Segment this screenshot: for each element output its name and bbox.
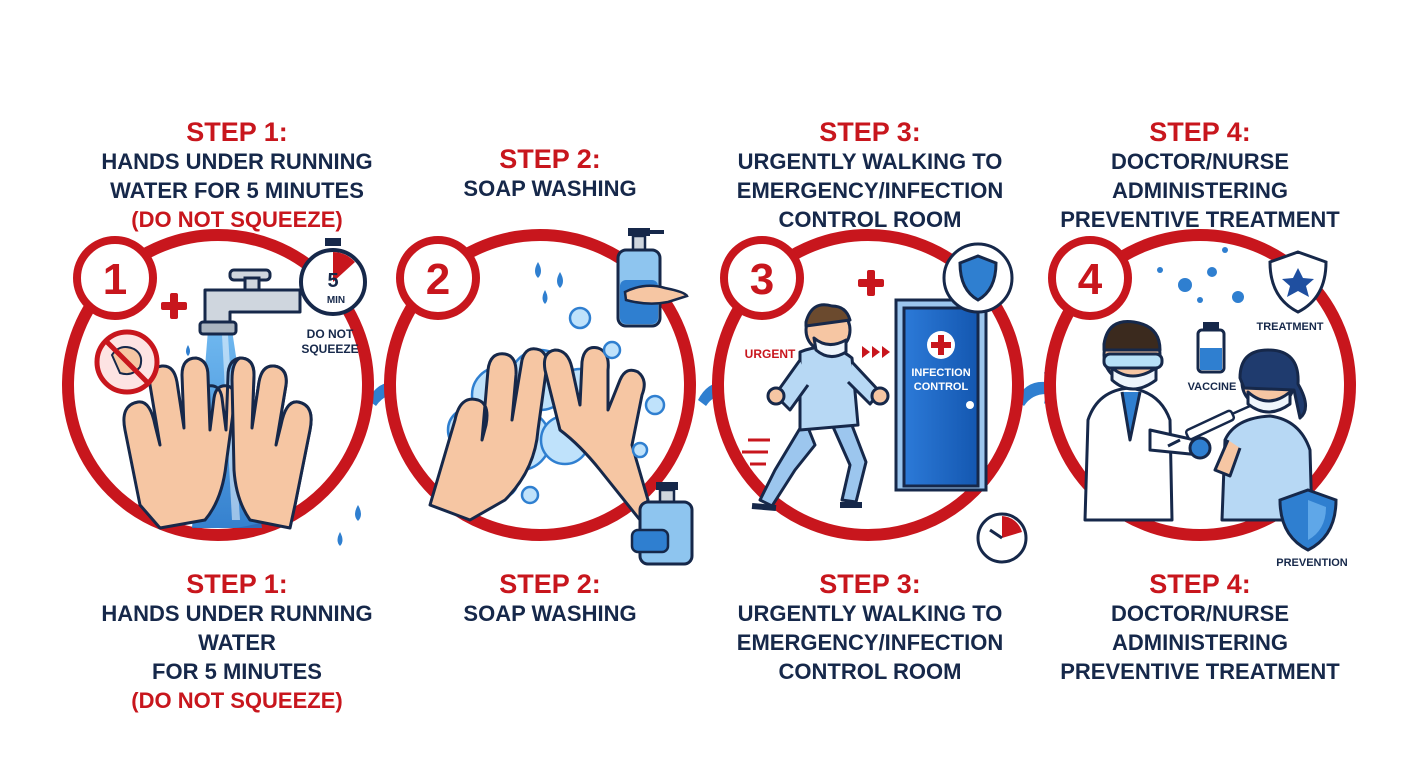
step4-illustration: TREATMENT VACCINE [1044, 229, 1356, 569]
step3-illustration: INFECTION CONTROL [712, 229, 1028, 564]
doctor-icon [1083, 319, 1212, 522]
step3-number-badge: 3 [720, 236, 804, 320]
step1-top-warning: (DO NOT SQUEEZE) [131, 207, 343, 232]
step1-bottom-line: FOR 5 MINUTES [152, 659, 322, 684]
medical-cross-icon [858, 270, 884, 296]
soap-pump-bottle-icon [616, 228, 689, 328]
door-label: CONTROL [914, 381, 969, 393]
treatment-label: TREATMENT [1256, 321, 1323, 333]
step2-bottom-line: SOAP WASHING [463, 601, 637, 626]
open-hands-icon [122, 356, 313, 530]
prevention-label: PREVENTION [1276, 557, 1348, 569]
scrubbing-hands-icon [428, 346, 650, 522]
step3-bottom-line: EMERGENCY/INFECTION [736, 630, 1004, 655]
step3-bottom-heading: STEP 3: [819, 569, 921, 599]
syringe-icon [1167, 404, 1251, 448]
step4-bottom-line: PREVENTIVE TREATMENT [1060, 659, 1340, 684]
step3-top-line: CONTROL ROOM [778, 207, 962, 232]
step4-top-caption: STEP 4: DOCTOR/NURSE ADMINISTERING PREVE… [1035, 118, 1365, 234]
step4-top-line: DOCTOR/NURSE [1110, 149, 1290, 174]
step3-bottom-caption: STEP 3: URGENTLY WALKING TO EMERGENCY/IN… [705, 570, 1035, 686]
step2-top-line: SOAP WASHING [463, 176, 637, 201]
step1-number: 1 [103, 255, 127, 304]
step4-bottom-caption: STEP 4: DOCTOR/NURSE ADMINISTERING PREVE… [1035, 570, 1365, 686]
no-squeeze-icon [94, 329, 160, 395]
step2-bottom-heading: STEP 2: [499, 569, 601, 599]
step1-bottom-line: HANDS UNDER RUNNING [101, 601, 373, 626]
step4-number-badge: 4 [1048, 236, 1132, 320]
step3-bottom-line: CONTROL ROOM [778, 659, 962, 684]
step4-bottom-line: DOCTOR/NURSE [1110, 601, 1290, 626]
vaccine-label: VACCINE [1188, 381, 1237, 393]
virus-icon [1157, 247, 1244, 303]
step2-number: 2 [426, 255, 450, 304]
timer-value: 5 [327, 270, 338, 292]
step1-top-line: WATER FOR 5 MINUTES [110, 178, 364, 203]
step4-number: 4 [1078, 255, 1103, 304]
step1-bottom-caption: STEP 1: HANDS UNDER RUNNING WATER FOR 5 … [72, 570, 402, 715]
step3-number: 3 [750, 255, 774, 304]
step2-bottom-caption: STEP 2: SOAP WASHING [400, 570, 700, 628]
door-label: INFECTION [911, 367, 970, 379]
step1-illustration: 1 5 MIN DO NOT SQUEEZE [62, 229, 374, 546]
step4-top-heading: STEP 4: [1149, 117, 1251, 147]
step3-bottom-line: URGENTLY WALKING TO [737, 601, 1003, 626]
step3-top-caption: STEP 3: URGENTLY WALKING TO EMERGENCY/IN… [705, 118, 1035, 234]
shield-icon [942, 242, 1014, 314]
infection-control-door: INFECTION CONTROL [894, 298, 988, 492]
do-not-squeeze-note: SQUEEZE [301, 342, 358, 356]
step1-top-line: HANDS UNDER RUNNING [101, 149, 373, 174]
medical-cross-icon [161, 293, 187, 319]
do-not-squeeze-note: DO NOT [307, 327, 354, 341]
running-person-icon [751, 303, 890, 511]
step4-bottom-line: ADMINISTERING [1112, 630, 1288, 655]
step3-top-heading: STEP 3: [819, 117, 921, 147]
step3-top-line: EMERGENCY/INFECTION [736, 178, 1004, 203]
timer-unit: MIN [327, 295, 345, 306]
step1-bottom-line: WATER [198, 630, 276, 655]
clock-icon [976, 512, 1028, 564]
step1-bottom-heading: STEP 1: [186, 569, 288, 599]
treatment-shield-icon [1268, 250, 1328, 314]
step4-top-line: ADMINISTERING [1112, 178, 1288, 203]
faucet-icon [198, 268, 302, 336]
step2-number-badge: 2 [396, 236, 480, 320]
step2-top-heading: STEP 2: [499, 144, 601, 174]
step2-illustration: 2 [384, 228, 696, 566]
prevention-shield-icon [1278, 488, 1338, 552]
step1-top-caption: STEP 1: HANDS UNDER RUNNING WATER FOR 5 … [72, 118, 402, 234]
step3-top-line: URGENTLY WALKING TO [737, 149, 1003, 174]
nurse-icon [1213, 348, 1314, 522]
step1-bottom-warning: (DO NOT SQUEEZE) [131, 688, 343, 713]
urgent-label: URGENT [745, 347, 796, 361]
urgent-chevrons-icon [862, 346, 890, 358]
step4-bottom-heading: STEP 4: [1149, 569, 1251, 599]
step1-top-heading: STEP 1: [186, 117, 288, 147]
step2-top-caption: STEP 2: SOAP WASHING [400, 145, 700, 203]
stopwatch-icon: 5 MIN [299, 238, 367, 316]
vaccine-vial-icon [1196, 322, 1226, 374]
step1-number-badge: 1 [73, 236, 157, 320]
step4-top-line: PREVENTIVE TREATMENT [1060, 207, 1340, 232]
soap-bottle-icon [630, 482, 694, 566]
